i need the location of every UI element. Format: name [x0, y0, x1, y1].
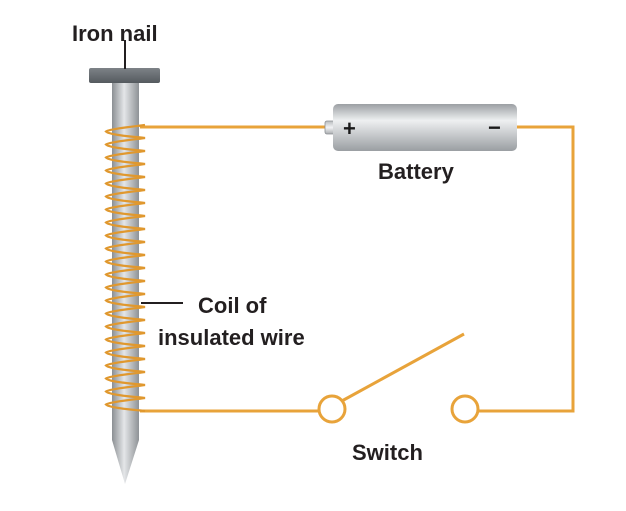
switch-left-contact	[317, 394, 347, 424]
battery-minus-sign: −	[488, 115, 501, 140]
switch-label: Switch	[352, 440, 423, 465]
iron-nail-label: Iron nail	[72, 21, 158, 46]
battery-body	[333, 104, 517, 151]
coil	[104, 123, 146, 413]
iron-nail	[89, 68, 160, 484]
switch-right-contact	[450, 394, 480, 424]
battery-label: Battery	[378, 159, 455, 184]
battery-plus-sign: +	[343, 116, 356, 141]
nail-head	[89, 68, 160, 83]
switch	[317, 332, 480, 424]
coil-winding	[104, 123, 146, 413]
switch-lever	[339, 332, 465, 404]
battery: + −	[324, 104, 517, 151]
coil-label-line1: Coil of	[198, 293, 267, 318]
circuit-wire	[140, 125, 575, 413]
coil-label-line2: insulated wire	[158, 325, 305, 350]
nail-tip	[112, 440, 139, 484]
